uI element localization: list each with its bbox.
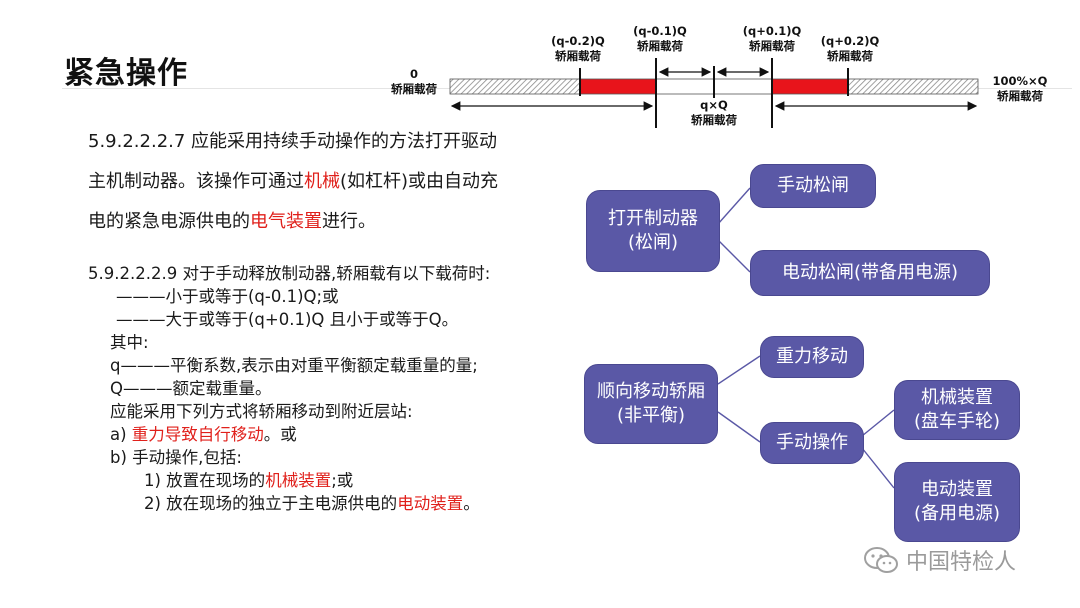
node-mechanical-device: 机械装置(盘车手轮) [894, 380, 1020, 440]
wechat-icon [864, 547, 898, 573]
hatched-right-segment [847, 78, 979, 95]
highlight-gravity: 重力导致自行移动 [131, 425, 264, 444]
clause2-line3: ———大于或等于(q+0.1)Q 且小于或等于Q。 [116, 310, 459, 329]
node-manual-release: 手动松闸 [750, 164, 876, 208]
node-move-car: 顺向移动轿厢(非平衡) [584, 364, 718, 444]
clause2-line8: a) 重力导致自行移动。或 [110, 425, 297, 444]
page-title: 紧急操作 [64, 56, 188, 91]
node-electric-release: 电动松闸(带备用电源) [750, 250, 990, 296]
clause-5-9-2-2-2-9: 5.9.2.2.2.9 对于手动释放制动器,轿厢载有以下载荷时: ———小于或等… [88, 262, 578, 515]
clause2-line10: 1) 放置在现场的机械装置;或 [144, 471, 354, 490]
mark-q-plus-02-label: (q+0.2)Q 轿厢载荷 [820, 34, 880, 63]
clause2-line2: ———小于或等于(q-0.1)Q;或 [116, 287, 339, 306]
hatched-left-segment [449, 78, 581, 95]
mark-q-minus-02-label: (q-0.2)Q 轿厢载荷 [551, 34, 605, 63]
watermark-text: 中国特检人 [906, 550, 1017, 575]
load-bar-svg [449, 58, 979, 128]
red-segment-lower [579, 78, 657, 95]
red-segment-upper [771, 78, 849, 95]
mark-q-plus-01-label: (q+0.1)Q 轿厢载荷 [742, 24, 802, 53]
clause2-line11: 2) 放在现场的独立于主电源供电的电动装置。 [144, 494, 480, 513]
node-electric-device: 电动装置(备用电源) [894, 462, 1020, 542]
clause2-line7: 应能采用下列方式将轿厢移动到附近层站: [110, 402, 413, 421]
clause2-line1: 5.9.2.2.2.9 对于手动释放制动器,轿厢载有以下载荷时: [88, 264, 491, 283]
clause1-line3: 电的紧急电源供电的电气装置进行。 [88, 211, 376, 232]
mark-full-load-label: 100%×Q 轿厢载荷 [992, 74, 1048, 103]
clause1-line1: 5.9.2.2.2.7 应能采用持续手动操作的方法打开驱动 [88, 131, 498, 152]
watermark: 中国特检人 [862, 544, 1016, 576]
clause2-line4: 其中: [110, 333, 149, 352]
load-diagram: 0 轿厢载荷 (q-0.2)Q 轿厢载荷 (q-0.1)Q 轿厢载荷 q×Q 轿… [0, 0, 1080, 135]
highlight-mechanical-device: 机械装置 [265, 471, 332, 490]
mark-q-label: q×Q 轿厢载荷 [691, 98, 737, 127]
clause2-line9: b) 手动操作,包括: [110, 448, 242, 467]
highlight-electric-device: 电动装置 [397, 494, 464, 513]
highlight-electrical-device: 电气装置 [250, 211, 322, 232]
mark-q-minus-01-label: (q-0.1)Q 轿厢载荷 [633, 24, 687, 53]
node-open-brake: 打开制动器(松闸) [586, 190, 720, 272]
clause-5-9-2-2-2-7: 5.9.2.2.2.7 应能采用持续手动操作的方法打开驱动 主机制动器。该操作可… [88, 122, 568, 242]
node-manual-operation: 手动操作 [760, 422, 864, 464]
mark-zero-label: 0 轿厢载荷 [391, 67, 437, 96]
clause1-line2: 主机制动器。该操作可通过机械(如杠杆)或由自动充 [88, 171, 499, 192]
highlight-mechanical: 机械 [304, 171, 340, 192]
clause2-line5: q———平衡系数,表示由对重平衡额定载重量的量; [110, 356, 478, 375]
clause2-line6: Q———额定载重量。 [110, 379, 272, 398]
node-gravity-move: 重力移动 [760, 336, 864, 378]
